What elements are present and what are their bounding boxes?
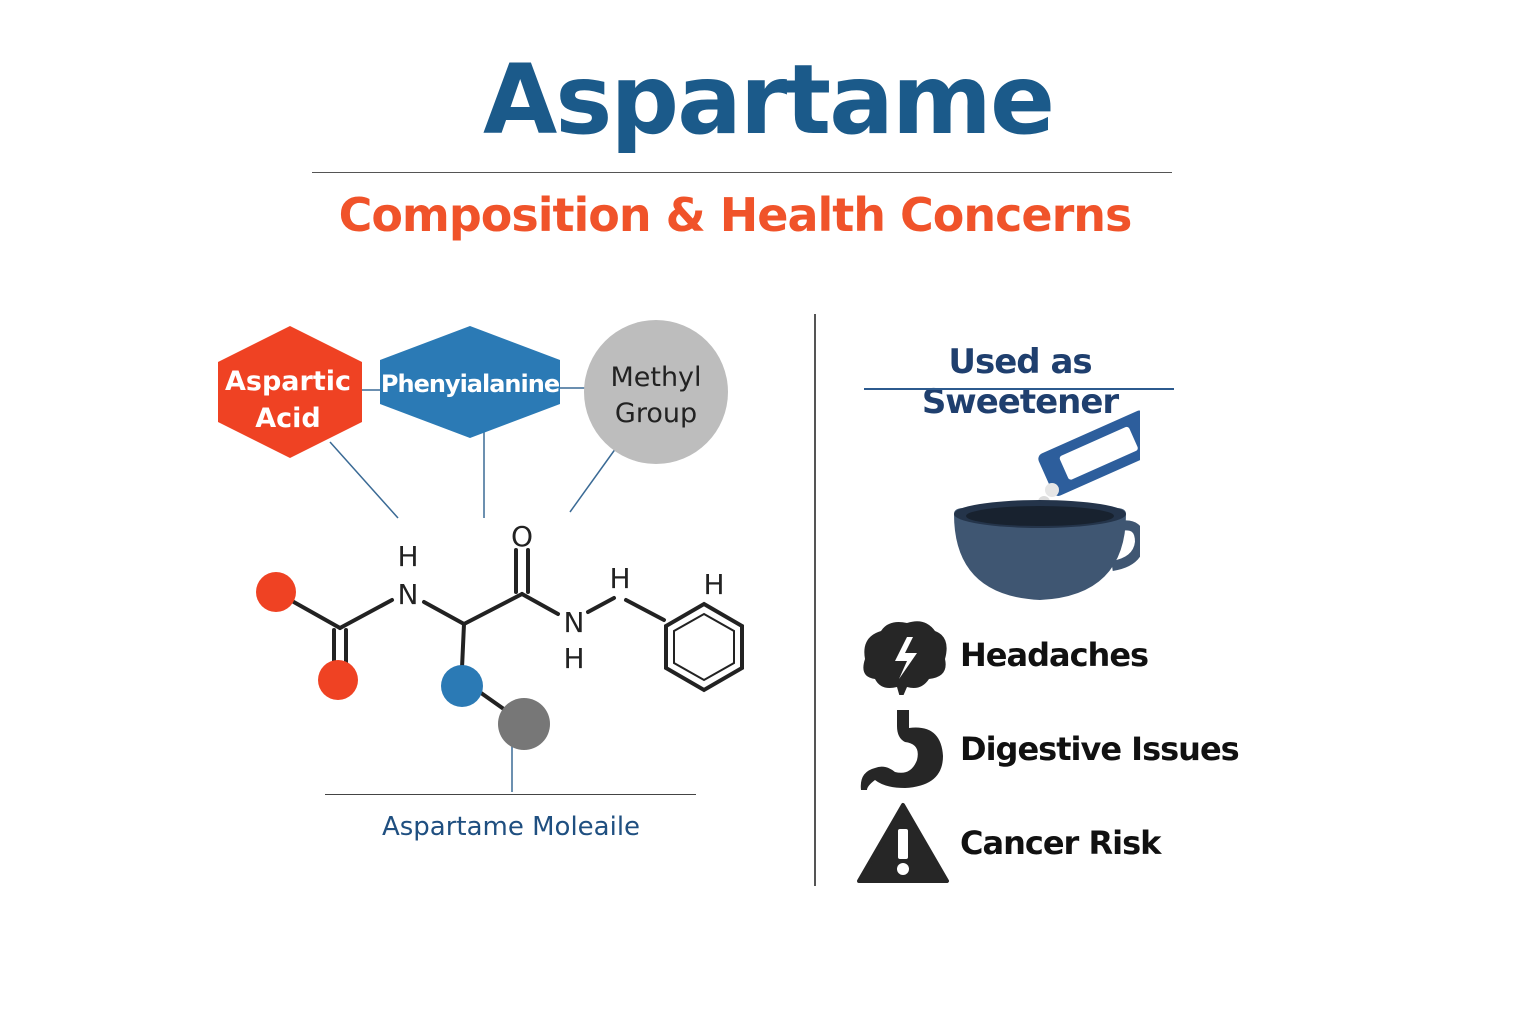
atom-h-ring: H bbox=[703, 568, 724, 601]
sweetener-title-rule bbox=[864, 388, 1174, 390]
concern-headaches: Headaches bbox=[850, 610, 1149, 700]
coffee-cup-sweetener-icon bbox=[954, 410, 1140, 600]
atom-ball-blue bbox=[441, 665, 483, 707]
methyl-label-2: Group bbox=[615, 398, 697, 429]
page-title: Aspartame bbox=[482, 44, 1055, 156]
atom-h-2: H bbox=[563, 642, 584, 675]
aspartic-acid-label-1: Aspartic bbox=[225, 366, 351, 397]
concern-label-cancer-risk: Cancer Risk bbox=[960, 824, 1161, 862]
atom-h-3: H bbox=[609, 562, 630, 595]
stomach-icon bbox=[850, 704, 956, 794]
molecule-caption-rule bbox=[325, 794, 696, 795]
atom-ball-gray bbox=[498, 698, 550, 750]
title-divider bbox=[312, 172, 1172, 173]
phenylalanine-node: Phenyialanine bbox=[380, 326, 561, 438]
phenylalanine-label: Phenyialanine bbox=[381, 370, 560, 398]
aspartame-molecule-diagram: Aspartic Acid Phenyialanine Methyl Group… bbox=[218, 320, 744, 792]
connector-line-aspartic bbox=[329, 441, 399, 519]
benzene-ring bbox=[664, 601, 744, 693]
methyl-label-1: Methyl bbox=[610, 362, 701, 393]
concern-cancer-risk: Cancer Risk bbox=[850, 798, 1161, 888]
atom-h-1: H bbox=[397, 540, 418, 573]
column-divider bbox=[814, 314, 816, 886]
concern-digestive: Digestive Issues bbox=[850, 704, 1240, 794]
atom-o-top: O bbox=[511, 520, 533, 553]
concern-label-digestive: Digestive Issues bbox=[960, 730, 1240, 768]
atom-ball-red-1 bbox=[256, 572, 296, 612]
concern-label-headaches: Headaches bbox=[960, 636, 1149, 674]
aspartic-acid-node: Aspartic Acid bbox=[218, 326, 362, 458]
atom-n-2: N bbox=[564, 606, 585, 639]
brain-lightning-icon bbox=[850, 610, 956, 700]
atom-n-1: N bbox=[398, 578, 419, 611]
aspartic-acid-label-2: Acid bbox=[255, 403, 320, 434]
molecule-caption: Aspartame Moleaile bbox=[381, 812, 641, 842]
connector-line-methyl bbox=[569, 447, 617, 513]
atom-ball-red-2 bbox=[318, 660, 358, 700]
page-subtitle: Composition & Health Concerns bbox=[338, 188, 1133, 242]
warning-triangle-icon bbox=[850, 798, 956, 888]
sweetener-packet-icon bbox=[1038, 410, 1140, 496]
methyl-group-node: Methyl Group bbox=[584, 320, 728, 464]
